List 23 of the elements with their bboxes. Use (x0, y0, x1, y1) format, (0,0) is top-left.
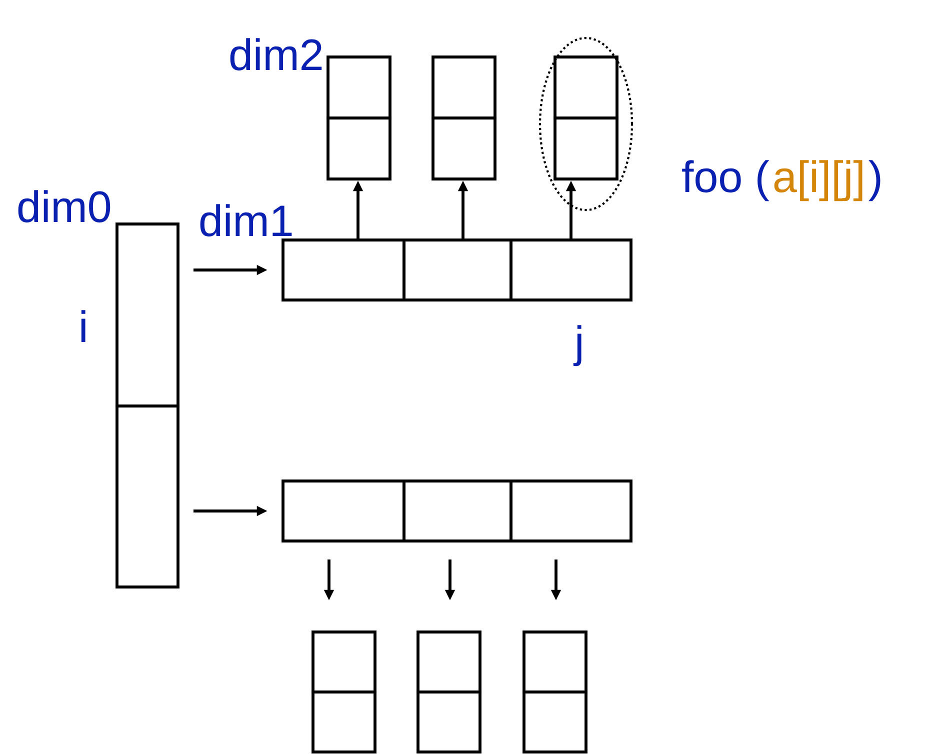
array-cell (282, 238, 406, 302)
text-label: foo ( (682, 160, 770, 202)
text-label: ) (868, 160, 880, 202)
array-cell (402, 480, 512, 542)
text-label: i (81, 310, 86, 342)
text-label: j (573, 325, 582, 366)
text-label: dim2 (230, 38, 322, 70)
array-cell (510, 480, 632, 542)
array-column (432, 56, 496, 180)
array-cell (402, 238, 512, 302)
array-column (416, 630, 482, 754)
array-column (312, 630, 376, 754)
text-label: dim0 (18, 190, 110, 222)
array-cell (116, 222, 180, 408)
text-label: dim1 (200, 204, 292, 236)
array-column (326, 56, 392, 180)
array-cell (510, 238, 632, 302)
array-cell (116, 404, 180, 588)
array-column (554, 56, 618, 180)
dotted-ellipse (538, 36, 634, 212)
array-column (522, 630, 588, 754)
text-label: a[i][j] (774, 160, 862, 202)
array-cell (282, 480, 406, 542)
